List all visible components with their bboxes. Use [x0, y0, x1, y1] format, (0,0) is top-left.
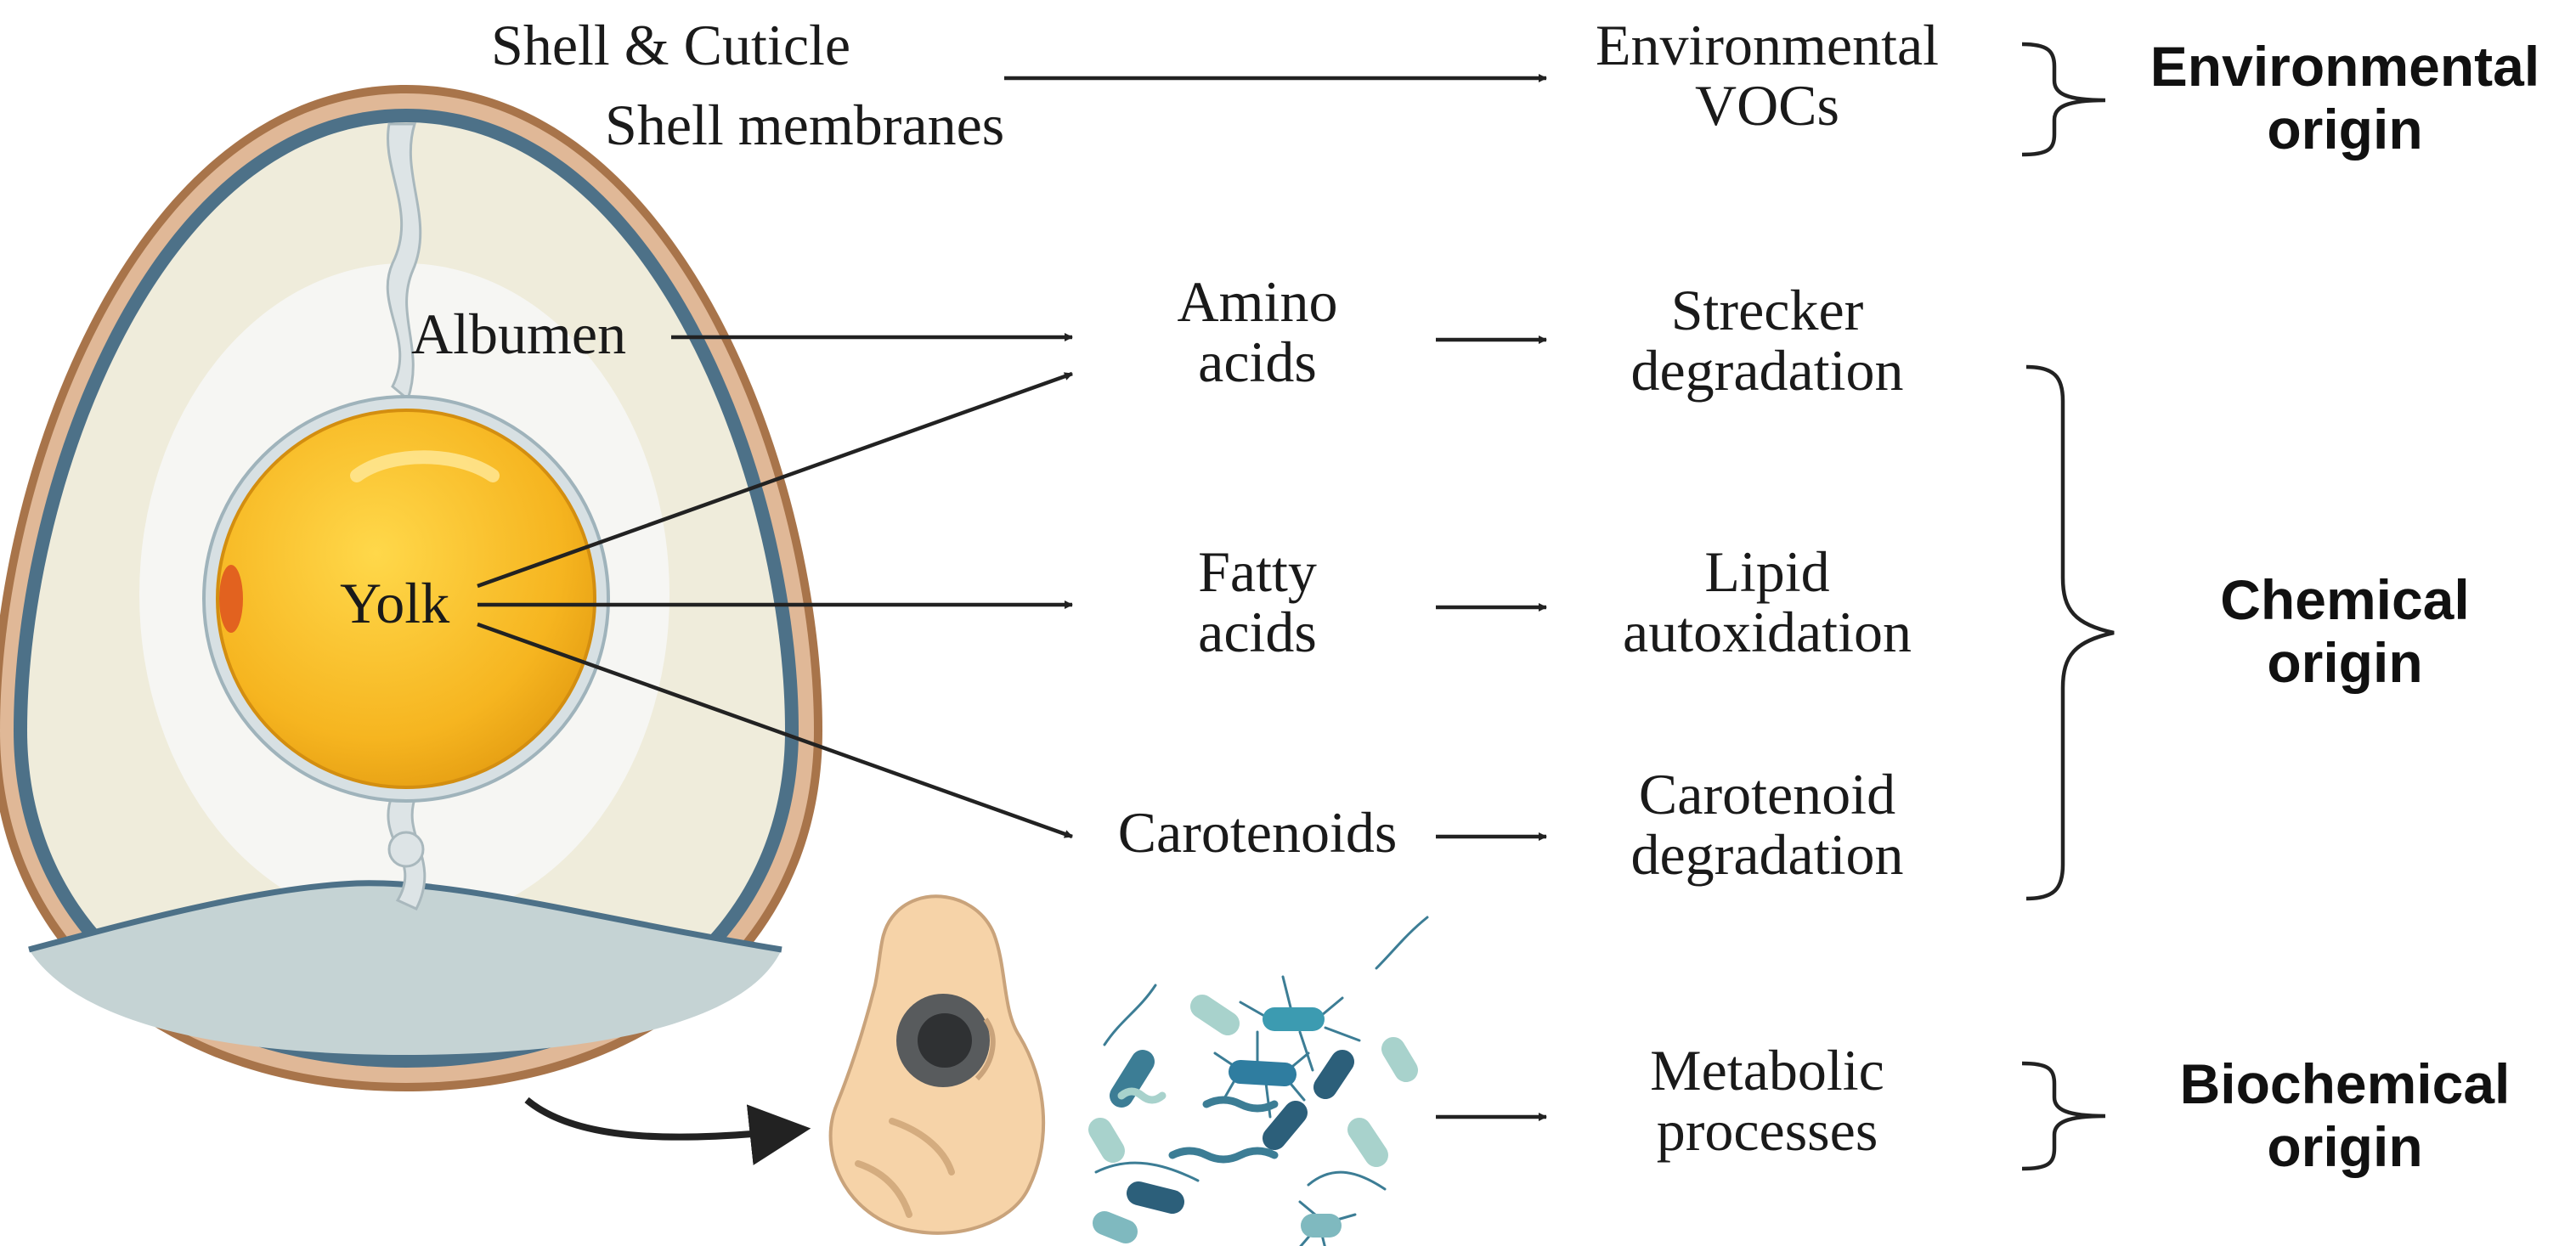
fatty-line-2: acids — [1198, 600, 1317, 665]
arrow-yolk-to-amino — [477, 371, 1073, 589]
arrows — [477, 74, 1547, 1165]
amino-line-2: acids — [1198, 330, 1317, 395]
chem-origin-line-1: Chemical — [2220, 568, 2470, 631]
carot-line-2: degradation — [1630, 822, 1904, 888]
metabolic-processes-label: Metabolic processes — [1555, 1040, 1980, 1162]
yolk-label: Yolk — [340, 571, 450, 635]
environmental-vocs-label: Environmental VOCs — [1555, 13, 1980, 138]
strecker-line-1: Strecker — [1670, 278, 1864, 342]
amino-line-1: Amino — [1177, 269, 1338, 334]
brace-environmental — [2021, 42, 2106, 157]
braces — [2021, 42, 2115, 1171]
metab-line-1: Metabolic — [1650, 1038, 1884, 1102]
env-origin-line-1: Environmental — [2149, 35, 2540, 98]
egg-cross-section-icon — [0, 85, 822, 1091]
germinal-disc — [219, 565, 243, 633]
biochemical-origin-label: Biochemical origin — [2124, 1052, 2566, 1179]
fatty-acids-label: Fatty acids — [1079, 539, 1436, 665]
brace-chemical — [2025, 364, 2115, 901]
chemical-origin-label: Chemical origin — [2124, 568, 2566, 695]
chick-embryo-icon — [828, 894, 1046, 1235]
lipid-line-2: autoxidation — [1623, 600, 1912, 665]
carot-line-1: Carotenoid — [1638, 762, 1896, 826]
bio-origin-line-1: Biochemical — [2179, 1052, 2511, 1115]
lipid-autoxidation-label: Lipid autoxidation — [1555, 539, 1980, 665]
environmental-origin-label: Environmental origin — [2124, 35, 2566, 161]
bacteria-icon — [1088, 916, 1429, 1246]
arrow-egg-to-embryo — [524, 1097, 811, 1165]
strecker-line-2: degradation — [1630, 338, 1904, 403]
lipid-line-1: Lipid — [1704, 539, 1830, 604]
carotenoids-label: Carotenoids — [1117, 800, 1398, 865]
shell-membranes-label: Shell membranes — [605, 93, 1005, 157]
yolk-icon — [216, 409, 596, 789]
albumen-label: Albumen — [411, 302, 627, 366]
arrow-yolk-to-carotenoids — [477, 622, 1073, 839]
chem-origin-line-2: origin — [2267, 630, 2423, 694]
env-line-1: Environmental — [1595, 13, 1940, 77]
env-origin-line-2: origin — [2267, 97, 2423, 161]
strecker-degradation-label: Strecker degradation — [1555, 278, 1980, 403]
air-cell — [29, 882, 782, 1055]
chalaza — [386, 122, 427, 911]
fatty-line-1: Fatty — [1198, 539, 1317, 604]
brace-biochemical — [2021, 1061, 2106, 1171]
metab-line-2: processes — [1656, 1098, 1878, 1164]
shell-cuticle-label: Shell & Cuticle — [491, 13, 851, 77]
env-line-2: VOCs — [1694, 73, 1840, 138]
amino-acids-label: Amino acids — [1079, 269, 1436, 395]
bio-origin-line-2: origin — [2267, 1114, 2423, 1178]
carotenoid-degradation-label: Carotenoid degradation — [1555, 764, 1980, 886]
